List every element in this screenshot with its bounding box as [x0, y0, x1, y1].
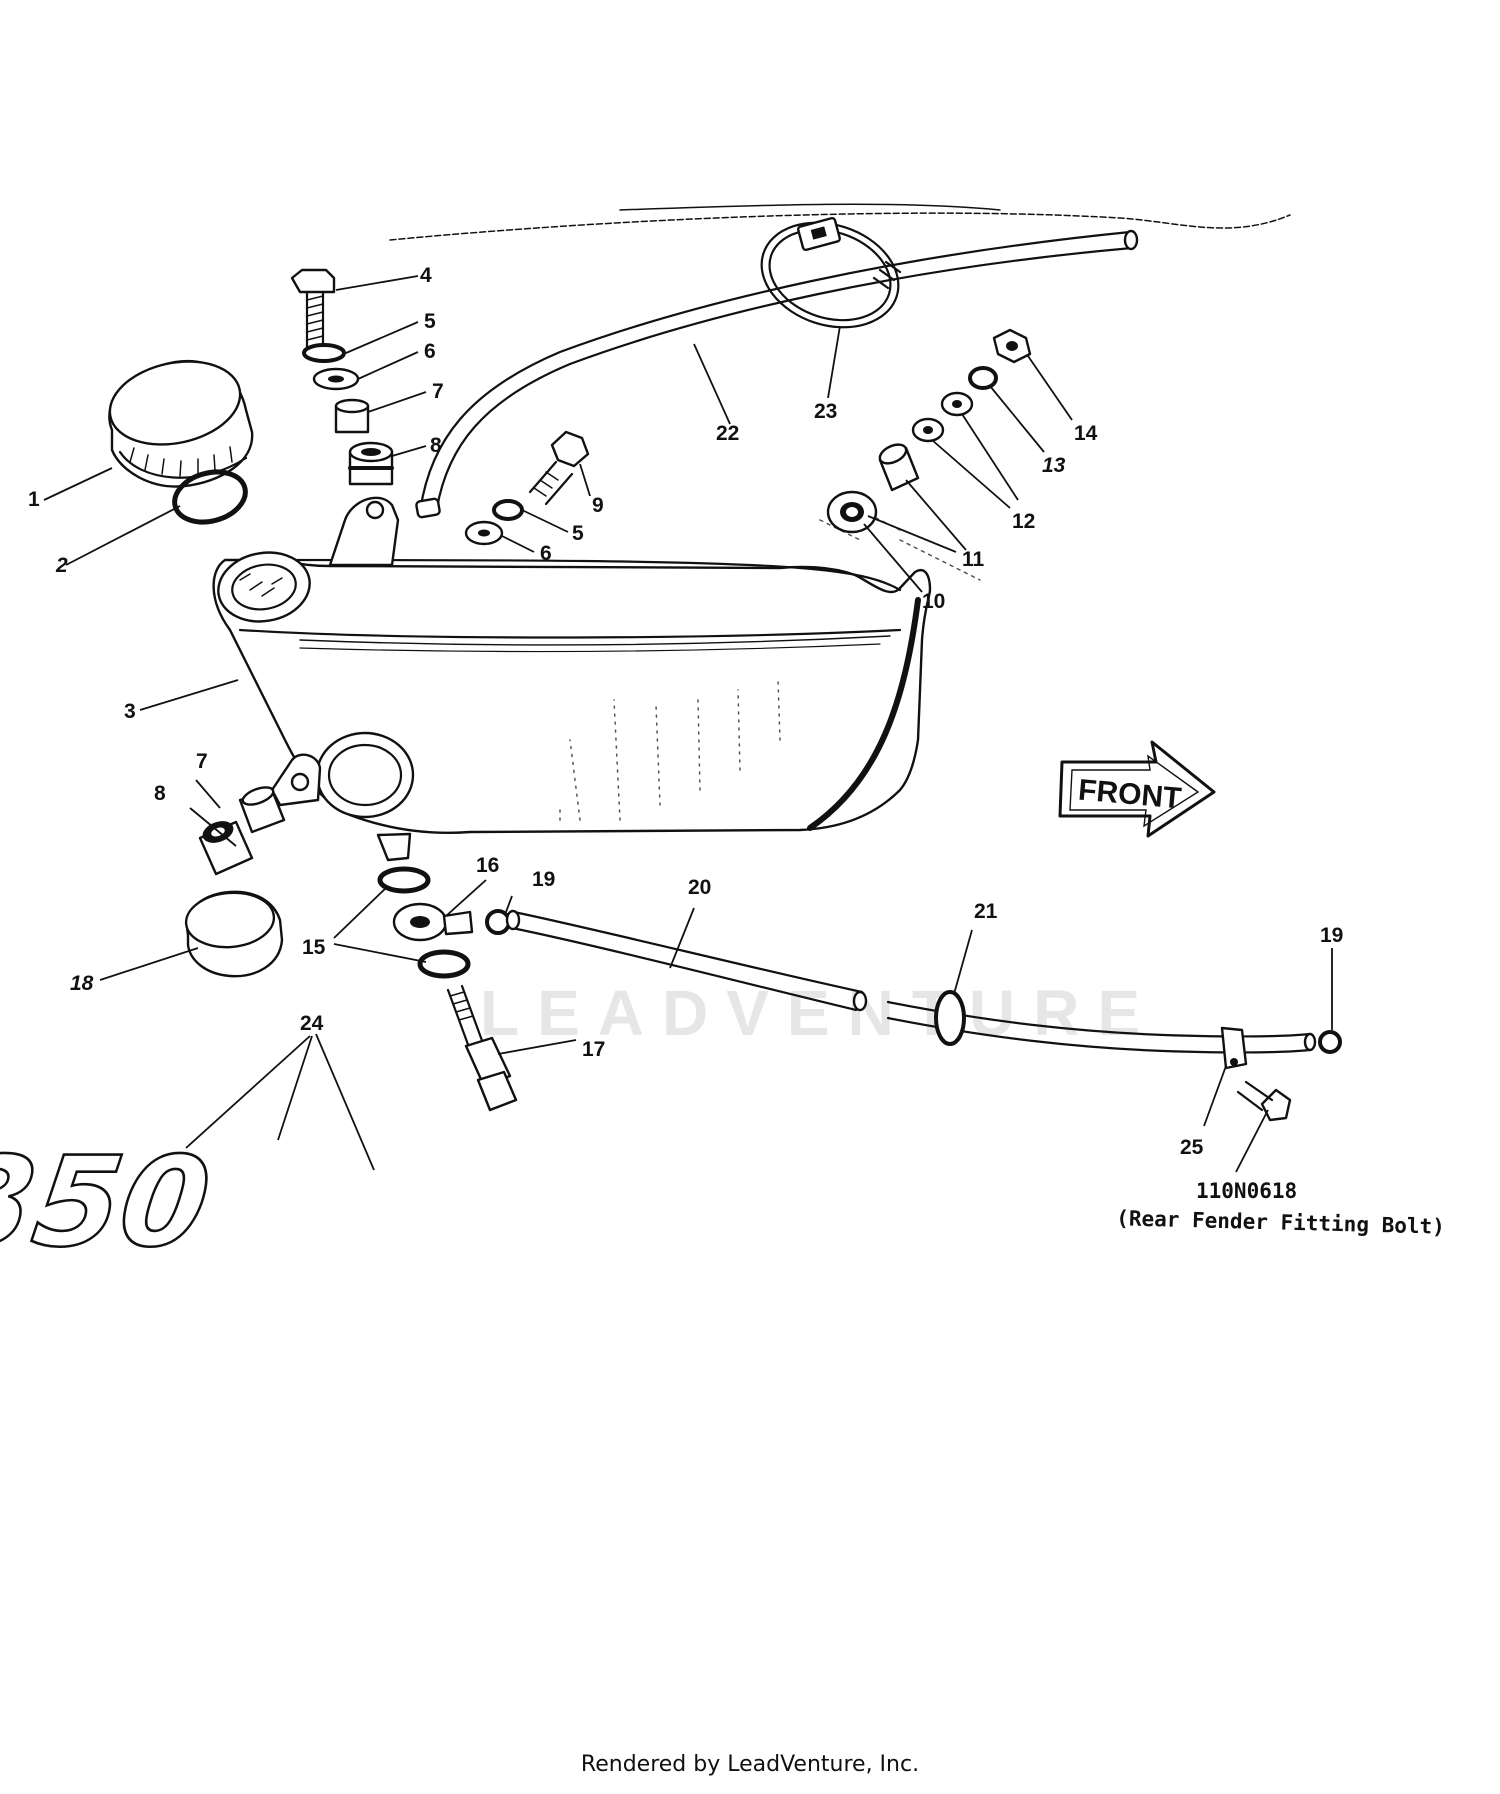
washer-6-top [312, 367, 360, 391]
callout-25: 25 [1180, 1136, 1204, 1159]
filler-cap-1 [108, 359, 254, 488]
washer-13 [968, 366, 998, 390]
leader-lines [43, 275, 1333, 1173]
oil-hose-20 [505, 909, 868, 1012]
grommet-8-lower [198, 820, 254, 876]
washers-12 [911, 391, 974, 443]
callout-2: 2 [55, 554, 68, 577]
grommet-10 [826, 490, 878, 534]
callout-6-top: 6 [424, 340, 436, 363]
collar-7-top [334, 398, 370, 434]
banjo-bolt-17 [446, 984, 518, 1112]
callout-21: 21 [974, 900, 998, 923]
callout-5-top: 5 [424, 310, 436, 333]
rear-fender-fitting-bolt [1236, 1080, 1292, 1122]
callout-19-left: 19 [532, 868, 555, 891]
o-ring-2 [172, 469, 248, 525]
callout-10: 10 [922, 590, 945, 613]
watermark-text: LEADVENTURE [480, 977, 1158, 1049]
hose-clip-19-left [485, 909, 511, 935]
grommet-8-top [348, 441, 394, 486]
callout-22: 22 [716, 422, 739, 445]
hose-clip-19-right [1318, 1030, 1342, 1054]
callout-11: 11 [962, 548, 985, 571]
callout-5-lower: 5 [572, 522, 584, 545]
callout-17: 17 [582, 1038, 605, 1061]
callout-18: 18 [70, 972, 94, 995]
emblem-350-24: 350 [0, 1129, 219, 1276]
banjo-fitting-16 [392, 902, 474, 942]
callout-1: 1 [28, 488, 40, 511]
callout-20: 20 [688, 876, 711, 899]
hose-with-grommet-21 [886, 990, 1317, 1054]
front-direction-arrow: FRONT [1058, 740, 1216, 838]
plug-cap-18 [184, 890, 284, 978]
callout-23: 23 [814, 400, 837, 423]
oil-tank-3 [212, 496, 981, 862]
frame-line [619, 203, 1001, 211]
callout-19-right: 19 [1320, 924, 1343, 947]
bolt-part-number: 110N0618 [1196, 1179, 1297, 1203]
breather-hose-22 [415, 229, 1139, 519]
callout-12: 12 [1012, 510, 1035, 533]
callout-7-top: 7 [432, 380, 444, 403]
washer-6-lower [464, 520, 504, 546]
callout-4: 4 [420, 264, 432, 287]
callout-9: 9 [592, 494, 604, 517]
collar-7-lower [238, 786, 286, 834]
callout-14: 14 [1074, 422, 1098, 445]
callout-3: 3 [124, 700, 136, 723]
hose-clamp-25 [1220, 1026, 1248, 1070]
collar-11 [878, 443, 920, 492]
callout-13: 13 [1042, 454, 1066, 477]
bolt-description: (Rear Fender Fitting Bolt) [1116, 1206, 1445, 1239]
bolt-9 [528, 430, 590, 506]
fender-outline [389, 212, 1291, 241]
callout-7-lower: 7 [196, 750, 208, 773]
hose-clamp-band-23 [760, 216, 902, 329]
callout-8-top: 8 [430, 434, 442, 457]
callout-8-lower: 8 [154, 782, 166, 805]
emblem-350-text: 350 [0, 1131, 218, 1275]
footer-credit: Rendered by LeadVenture, Inc. [580, 1752, 920, 1777]
callout-numbers: 1 2 3 4 5 6 7 8 9 5 6 10 11 12 13 14 22 … [28, 264, 1343, 1159]
washer-5-top [302, 343, 346, 363]
bolt-4 [290, 268, 336, 350]
callout-16: 16 [476, 854, 499, 877]
nut-14 [992, 328, 1032, 364]
washers-15 [377, 866, 471, 979]
callout-24: 24 [300, 1012, 324, 1035]
callout-6-lower: 6 [540, 542, 552, 565]
callout-15: 15 [302, 936, 326, 959]
washer-5-lower [492, 499, 524, 521]
